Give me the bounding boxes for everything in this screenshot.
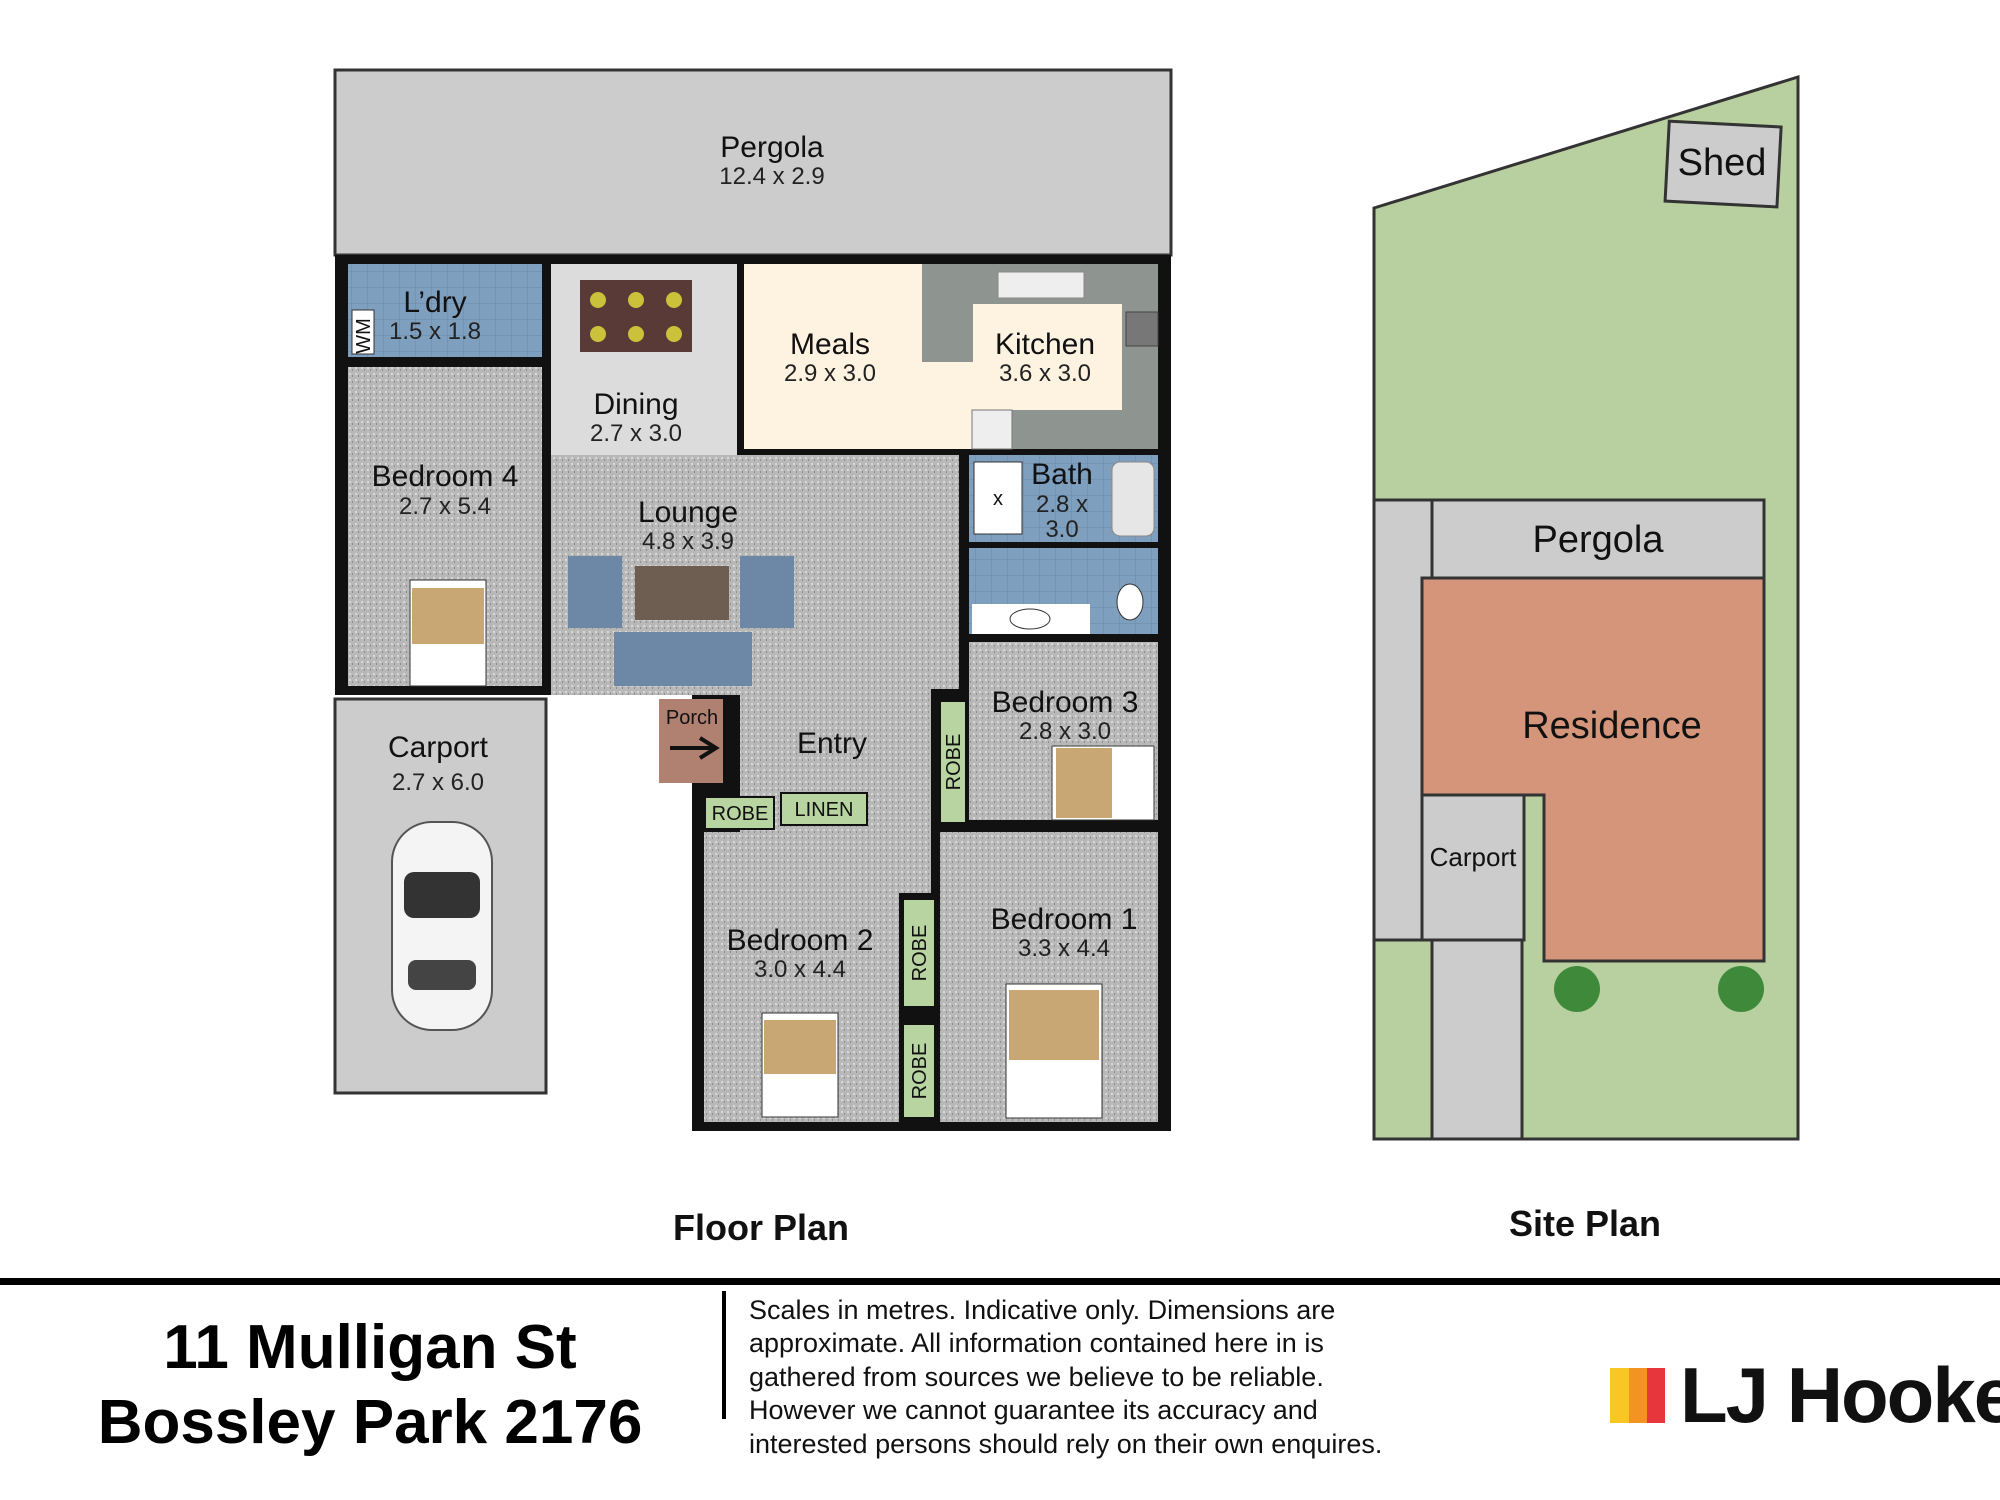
dining-table-icon bbox=[580, 280, 692, 352]
disclaimer-line: gathered from sources we believe to be r… bbox=[749, 1362, 1324, 1392]
pergola-label: Pergola bbox=[720, 131, 824, 164]
laundry-room bbox=[348, 264, 542, 357]
robe-bedroom3-label: ROBE bbox=[943, 734, 965, 791]
sink-icon bbox=[997, 271, 1085, 299]
entry-label: Entry bbox=[797, 727, 867, 760]
shower-icon bbox=[973, 461, 1023, 535]
wm-label: WM bbox=[353, 318, 375, 354]
bath-label: Bath bbox=[1031, 458, 1093, 491]
linen-label: LINEN bbox=[795, 799, 854, 821]
lj-hooker-logo: LJ Hooker bbox=[1610, 1351, 2000, 1439]
disclaimer-line: approximate. All information contained h… bbox=[749, 1328, 1324, 1358]
footer-divider bbox=[0, 1278, 2000, 1285]
carport-label: Carport bbox=[388, 731, 489, 764]
lounge-size: 4.8 x 3.9 bbox=[642, 528, 734, 555]
disclaimer-line: Scales in metres. Indicative only. Dimen… bbox=[749, 1295, 1335, 1325]
site-plan: Shed Pergola Residence Carport Site Plan bbox=[1372, 74, 1800, 1244]
basin-icon bbox=[1009, 608, 1051, 630]
bath-size-line1: 2.8 x bbox=[1036, 491, 1088, 518]
lounge-label: Lounge bbox=[638, 496, 738, 529]
bed-icon bbox=[409, 579, 487, 687]
robe-small bbox=[704, 796, 775, 830]
tree-icon bbox=[1718, 966, 1764, 1012]
bedroom4-label: Bedroom 4 bbox=[372, 460, 519, 493]
dining-size: 2.7 x 3.0 bbox=[590, 420, 682, 447]
bathtub-icon bbox=[1111, 461, 1155, 537]
bedroom3-size: 2.8 x 3.0 bbox=[1019, 718, 1111, 745]
sofa-set-icon bbox=[568, 556, 794, 686]
robe-bedroom2-a bbox=[902, 898, 936, 1008]
meals-label: Meals bbox=[790, 328, 870, 361]
pergola-area bbox=[333, 68, 1173, 257]
site-carport bbox=[1420, 793, 1526, 942]
laundry-label: L’dry bbox=[403, 286, 466, 319]
robe-bedroom2-a-label: ROBE bbox=[909, 925, 931, 982]
entry-arrow-icon bbox=[670, 736, 720, 760]
lounge-entry-room bbox=[551, 455, 959, 893]
bed-icon bbox=[1051, 745, 1155, 821]
site-carport-label: Carport bbox=[1430, 842, 1517, 872]
footer: 11 Mulligan St Bossley Park 2176 Scales … bbox=[0, 1278, 2000, 1459]
residence-label: Residence bbox=[1522, 705, 1702, 747]
shed-label: Shed bbox=[1678, 142, 1767, 184]
porch-area bbox=[659, 699, 723, 783]
address-line1: 11 Mulligan St bbox=[163, 1313, 576, 1382]
car-icon bbox=[391, 821, 493, 1031]
robe-small-label: ROBE bbox=[712, 803, 769, 825]
site-pergola bbox=[1430, 498, 1766, 580]
floor-plan: Pergola 12.4 x 2.9 WM L’dry 1.5 x 1.8 Be… bbox=[333, 68, 1173, 1248]
fridge-icon bbox=[971, 409, 1013, 450]
bedroom2-label: Bedroom 2 bbox=[727, 924, 874, 957]
washing-machine bbox=[351, 309, 375, 355]
bedroom3-label: Bedroom 3 bbox=[992, 686, 1139, 719]
linen-cupboard bbox=[780, 792, 868, 826]
footer-vertical-divider bbox=[722, 1291, 726, 1419]
disclaimer-line: However we cannot guarantee its accuracy… bbox=[749, 1395, 1318, 1425]
kitchen-counter bbox=[922, 264, 1158, 449]
robe-bedroom3 bbox=[939, 700, 967, 824]
robe-bedroom2-b-label: ROBE bbox=[909, 1043, 931, 1100]
bedroom1-label: Bedroom 1 bbox=[991, 903, 1138, 936]
robe-bedroom2-b bbox=[902, 1023, 936, 1119]
bath-size-line2: 3.0 bbox=[1045, 516, 1078, 543]
shed bbox=[1663, 119, 1783, 209]
floor-plan-title: Floor Plan bbox=[673, 1207, 849, 1248]
address-line2: Bossley Park 2176 bbox=[98, 1388, 643, 1457]
carport-size: 2.7 x 6.0 bbox=[392, 769, 484, 796]
laundry-size: 1.5 x 1.8 bbox=[389, 318, 481, 345]
bedroom2-size: 3.0 x 4.4 bbox=[754, 956, 846, 983]
stove-icon bbox=[1125, 311, 1159, 347]
logo-text: LJ Hooker bbox=[1680, 1351, 2000, 1439]
disclaimer-line: interested persons should rely on their … bbox=[749, 1429, 1382, 1459]
site-plan-title: Site Plan bbox=[1509, 1203, 1661, 1244]
tree-icon bbox=[1554, 966, 1600, 1012]
dining-label: Dining bbox=[593, 388, 678, 421]
meals-size: 2.9 x 3.0 bbox=[784, 360, 876, 387]
bedroom1-size: 3.3 x 4.4 bbox=[1018, 935, 1110, 962]
kitchen-label: Kitchen bbox=[995, 328, 1095, 361]
site-pergola-label: Pergola bbox=[1533, 519, 1665, 561]
kitchen-size: 3.6 x 3.0 bbox=[999, 360, 1091, 387]
bedroom4-size: 2.7 x 5.4 bbox=[399, 493, 491, 520]
bed-icon bbox=[761, 1012, 839, 1118]
driveway bbox=[1430, 938, 1524, 1141]
toilet-icon bbox=[1116, 583, 1144, 621]
pergola-size: 12.4 x 2.9 bbox=[719, 163, 824, 190]
porch-label: Porch bbox=[666, 707, 718, 729]
shower-mark: x bbox=[993, 488, 1003, 510]
bed-icon bbox=[1005, 983, 1103, 1119]
